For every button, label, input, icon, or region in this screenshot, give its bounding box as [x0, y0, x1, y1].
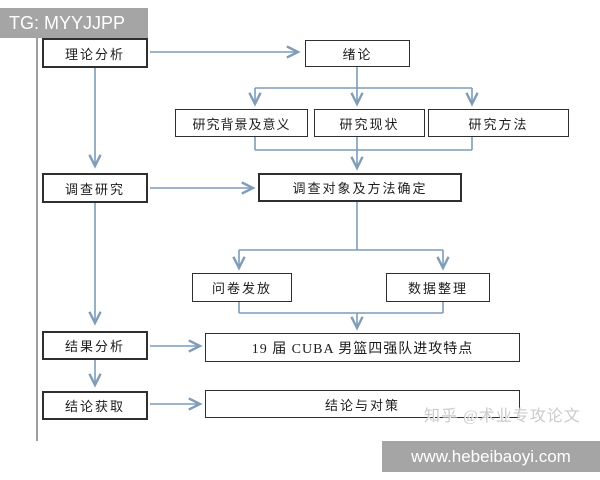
node-research-method: 研究方法	[428, 109, 569, 137]
node-conclusion-obtaining: 结论获取	[42, 391, 148, 420]
node-research-status: 研究现状	[314, 109, 425, 137]
node-questionnaire-distribution: 问卷发放	[192, 273, 292, 302]
node-introduction: 绪论	[305, 40, 410, 67]
node-survey-object-method: 调查对象及方法确定	[258, 173, 462, 202]
website-watermark-banner: www.hebeibaoyi.com	[382, 441, 600, 472]
node-research-background: 研究背景及意义	[175, 109, 308, 137]
node-conclusion-countermeasures: 结论与对策	[205, 390, 520, 418]
node-survey-research: 调查研究	[42, 173, 148, 203]
node-theory-analysis: 理论分析	[42, 38, 148, 68]
node-result-analysis: 结果分析	[42, 331, 148, 360]
telegram-watermark-banner: TG: MYYJJPP	[0, 8, 148, 38]
node-data-sorting: 数据整理	[386, 273, 490, 302]
node-cuba-offensive-characteristics: 19 届 CUBA 男篮四强队进攻特点	[205, 333, 520, 362]
zhihu-watermark: 知乎 @术业专攻论文	[424, 408, 581, 425]
